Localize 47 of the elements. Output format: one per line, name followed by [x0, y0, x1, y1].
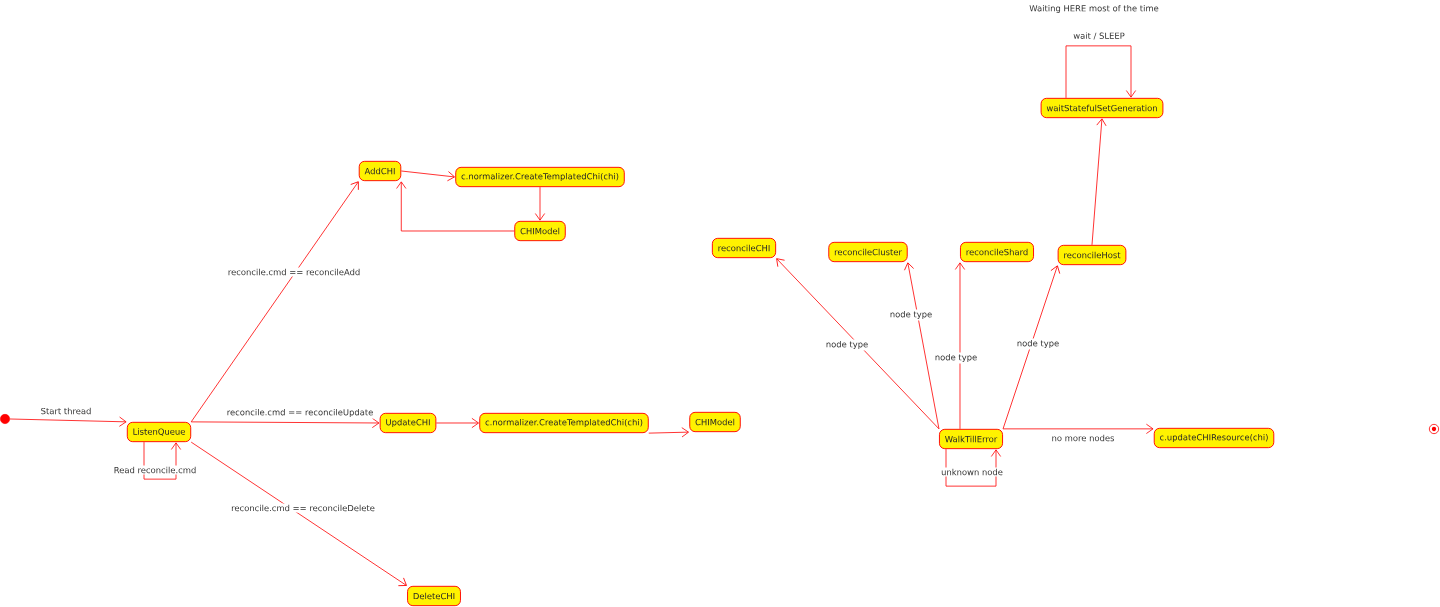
arrow: [435, 417, 479, 429]
state-box: WalkTillError: [938, 428, 1004, 450]
state-box: CHIModel: [514, 220, 566, 242]
state-box: CHIModel: [689, 411, 741, 433]
arrow: [396, 181, 515, 232]
edge-label: unknown node: [939, 467, 1005, 477]
arrow: [954, 262, 966, 430]
state-box: DeleteCHI: [407, 585, 461, 607]
edge-label: reconcile.cmd == reconcileAdd: [226, 267, 362, 277]
arrow: [190, 181, 359, 423]
edge-label: node type: [824, 339, 870, 351]
arrow: [1065, 45, 1137, 99]
arrow: [1002, 423, 1154, 434]
end-state-circle: [1428, 423, 1440, 435]
edge-label: node type: [1015, 338, 1061, 350]
arrow: [1002, 265, 1061, 430]
state-box: UpdateCHI: [379, 412, 437, 434]
state-box: ListenQueue: [126, 421, 192, 443]
state-box: waitStatefulSetGeneration: [1040, 97, 1164, 119]
edge-label: wait / SLEEP: [1071, 31, 1127, 41]
state-box: AddCHI: [358, 160, 402, 182]
edge-label: node type: [888, 309, 934, 321]
edge-label: reconcile.cmd == reconcileUpdate: [225, 407, 375, 419]
state-box: reconcileCluster: [828, 241, 908, 263]
edge-label: no more nodes: [1050, 433, 1116, 443]
state-box: reconcileHost: [1057, 244, 1127, 266]
arrow: [648, 427, 689, 438]
state-box: c.updateCHIResource(chi): [1153, 427, 1275, 449]
edge-label: Read reconcile.cmd: [112, 465, 198, 475]
arrow: [904, 262, 940, 430]
edge-label: node type: [933, 352, 979, 364]
edge-label: reconcile.cmd == reconcileDelete: [229, 503, 377, 513]
arrow: [9, 416, 127, 427]
note: Waiting HERE most of the time: [1029, 4, 1159, 14]
arrow: [1091, 118, 1107, 246]
arrow: [534, 186, 546, 221]
arrow: [190, 441, 407, 587]
state-box: reconcileCHI: [711, 237, 777, 259]
arrow: [190, 417, 380, 428]
state-box: c.normalizer.CreateTemplatedChi(chi): [455, 166, 625, 188]
arrow: [143, 441, 182, 480]
state-box: reconcileShard: [960, 241, 1034, 263]
arrow: [776, 258, 940, 430]
edge-label: Start thread: [39, 406, 93, 416]
state-box: c.normalizer.CreateTemplatedChi(chi): [479, 412, 649, 434]
arrow: [400, 170, 455, 182]
arrow: [945, 448, 1002, 487]
